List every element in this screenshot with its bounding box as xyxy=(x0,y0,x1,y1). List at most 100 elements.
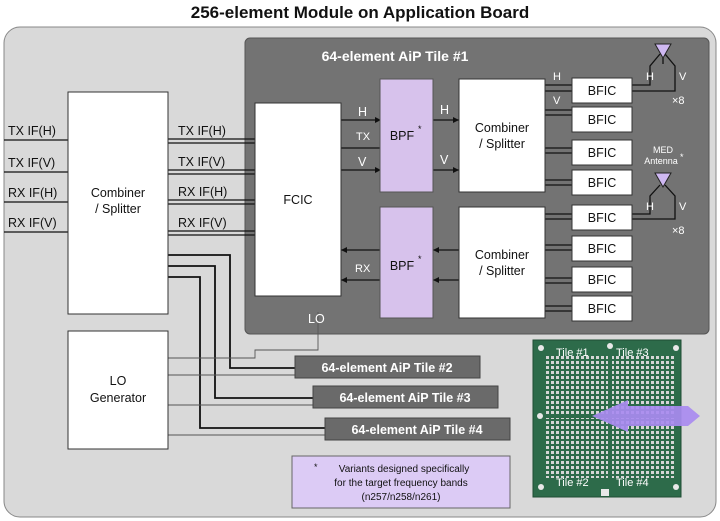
bfic-block xyxy=(571,77,633,104)
note-mark: * xyxy=(314,462,318,472)
bfic-label: BFIC xyxy=(588,211,616,225)
tile2-bar xyxy=(294,355,481,379)
fcic-block xyxy=(254,102,342,297)
med-x8-label: ×8 xyxy=(672,225,685,237)
fcic-to-bpf-wires xyxy=(341,117,381,283)
pcb-tile-label: Tile #2 xyxy=(556,477,589,489)
main-combiner-splitter xyxy=(67,91,169,315)
lo-label: LO xyxy=(308,312,325,326)
note-line3: (n257/n258/n261) xyxy=(362,492,441,503)
med-antenna-icon xyxy=(654,172,672,189)
bfic-label: BFIC xyxy=(588,273,616,287)
med-antenna-line1: MED xyxy=(653,145,674,155)
bfic-label: BFIC xyxy=(588,242,616,256)
pcb-mounting-hole xyxy=(673,345,679,351)
med-v-label: V xyxy=(679,201,687,213)
main-combiner-line2: / Splitter xyxy=(95,202,141,216)
pcb-mounting-hole xyxy=(538,345,544,351)
tile-combiner-rx-line1: Combiner xyxy=(475,248,529,262)
bfic-label: BFIC xyxy=(588,84,616,98)
lo-generator-line1: LO xyxy=(110,374,127,388)
antenna-x8-label: ×8 xyxy=(672,95,685,107)
left-if-label: RX IF(H) xyxy=(8,186,57,200)
left-if-label: TX IF(V) xyxy=(8,156,55,170)
med-antenna-mark: * xyxy=(680,152,684,162)
pcb-connector xyxy=(601,489,609,496)
tile4-bar xyxy=(324,417,511,441)
bfic-label: BFIC xyxy=(588,302,616,316)
bpf-v-label: V xyxy=(440,153,449,167)
lo-generator-line2: Generator xyxy=(90,391,146,405)
bfic-label: BFIC xyxy=(588,176,616,190)
bpf-tx-label: BPF xyxy=(390,129,415,143)
fcic-label: FCIC xyxy=(283,193,312,207)
main-combiner-line1: Combiner xyxy=(91,186,145,200)
left-if-wires xyxy=(4,139,68,233)
bfic-block xyxy=(571,204,633,231)
tile3-label: 64-element AiP Tile #3 xyxy=(339,391,470,405)
antenna-h-label: H xyxy=(646,71,654,83)
pcb-board-image xyxy=(532,339,700,498)
combiner-to-bfic-wires xyxy=(545,84,572,312)
note-line2: for the target frequency bands xyxy=(334,478,467,489)
left-if-label: TX IF(H) xyxy=(8,124,56,138)
bfic-block xyxy=(571,235,633,262)
bpf-tx-mark: * xyxy=(418,124,422,134)
antenna-v-label: V xyxy=(679,71,687,83)
bpf-rx-mark: * xyxy=(418,254,422,264)
tile2-label: 64-element AiP Tile #2 xyxy=(321,361,452,375)
fcic-rx-label: RX xyxy=(355,263,371,275)
note-line1: Variants designed specifically xyxy=(339,464,469,475)
med-h-label: H xyxy=(646,201,654,213)
tile-combiner-rx-line2: / Splitter xyxy=(479,264,525,278)
bfic-label: BFIC xyxy=(588,146,616,160)
lo-wires xyxy=(168,312,330,436)
right-if-label: RX IF(V) xyxy=(178,216,227,230)
pcb-mounting-hole xyxy=(537,413,543,419)
antenna-icon xyxy=(654,43,672,64)
pcb-array-quadrant xyxy=(546,418,608,478)
tile-combiner-tx-line2: / Splitter xyxy=(479,137,525,151)
combiner-to-fcic-wires xyxy=(168,138,255,236)
combiner-h-label: H xyxy=(553,71,561,83)
bfic-block xyxy=(571,106,633,133)
bfic-label: BFIC xyxy=(588,113,616,127)
bpf-h-label: H xyxy=(440,103,449,117)
right-if-label: RX IF(H) xyxy=(178,185,227,199)
pcb-tile-label: Tile #3 xyxy=(616,347,649,359)
tile-combiner-tx-line1: Combiner xyxy=(475,121,529,135)
bfic-to-antenna-wires xyxy=(632,53,676,220)
tile4-label: 64-element AiP Tile #4 xyxy=(351,423,482,437)
bpf-rx-block xyxy=(379,206,434,319)
pcb-mounting-hole xyxy=(607,343,613,349)
tile-bundle-wires xyxy=(168,254,330,429)
bfic-block xyxy=(571,169,633,196)
bpf-to-combiner-wires xyxy=(433,117,459,283)
pcb-mounting-hole xyxy=(538,484,544,490)
tile-combiner-tx xyxy=(458,78,546,193)
pcb-tile-label: Tile #4 xyxy=(616,477,649,489)
fcic-v-label: V xyxy=(358,155,367,169)
right-if-labels: TX IF(H) TX IF(V) RX IF(H) RX IF(V) xyxy=(178,124,227,230)
fcic-h-label: H xyxy=(358,105,367,119)
bfic-group: BFIC BFIC BFIC BFIC BFIC BFIC BFIC BFIC xyxy=(571,77,633,322)
fcic-tx-label: TX xyxy=(356,131,371,143)
pcb-array-quadrant xyxy=(546,354,608,414)
pcb-tile-label: Tile #1 xyxy=(556,347,589,359)
note-box xyxy=(291,455,511,509)
bfic-block xyxy=(571,295,633,322)
tile-combiner-rx xyxy=(458,206,546,319)
lo-generator xyxy=(67,330,169,450)
tile3-bar xyxy=(312,385,499,409)
right-if-label: TX IF(H) xyxy=(178,124,226,138)
pcb-mounting-hole xyxy=(673,484,679,490)
beam-direction-arrow-icon xyxy=(592,400,700,432)
diagram-title: 256-element Module on Application Board xyxy=(191,3,529,22)
med-antenna-line2: Antenna xyxy=(644,156,678,166)
left-if-labels: TX IF(H) TX IF(V) RX IF(H) RX IF(V) xyxy=(8,124,57,230)
tile1-title: 64-element AiP Tile #1 xyxy=(322,48,469,64)
right-if-label: TX IF(V) xyxy=(178,155,225,169)
left-if-label: RX IF(V) xyxy=(8,216,57,230)
bfic-block xyxy=(571,139,633,166)
